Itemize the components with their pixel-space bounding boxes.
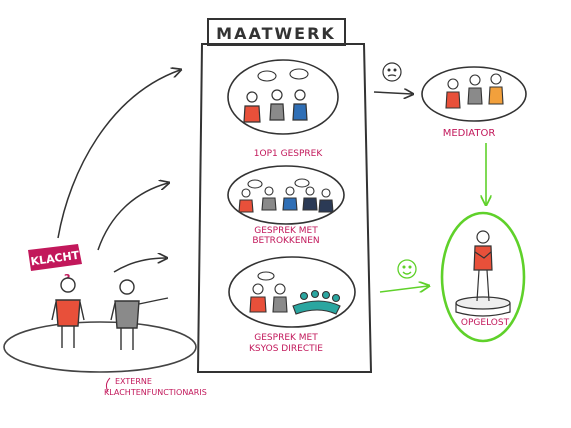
klacht-tag: KLACHT ? xyxy=(28,244,82,285)
arrow-to-panel-middle xyxy=(97,183,168,251)
step-conversation-ksyos-board: GESPREK MET KSYOS DIRECTIE xyxy=(228,256,356,354)
maatwerk-title-box xyxy=(207,18,346,46)
mediator-group: MEDIATOR xyxy=(421,66,527,139)
step-conversation-involved: GESPREK MET BETROKKENEN xyxy=(227,165,345,246)
happy-face-icon xyxy=(397,259,417,279)
person-complaints-officer xyxy=(110,279,169,350)
maatwerk-panel: MAATWERK 1OP1 GESPREK xyxy=(196,18,373,373)
left-caption-pointer xyxy=(105,377,111,393)
resolved-group: OPGELOST xyxy=(440,211,526,343)
arrow-to-panel-bottom xyxy=(113,258,166,273)
maatwerk-panel-outline xyxy=(196,43,373,373)
left-ground-ellipse xyxy=(3,321,197,373)
mediator-label: MEDIATOR xyxy=(443,128,496,139)
person-complainant xyxy=(51,277,85,348)
left-caption-line-1: EXTERNE xyxy=(115,377,152,386)
step-3-label-line-2: KSYOS DIRECTIE xyxy=(249,344,323,354)
arrow-to-mediator xyxy=(373,92,412,94)
step-2-label-line-2: BETROKKENEN xyxy=(252,236,319,246)
resolved-label: OPGELOST xyxy=(461,318,510,328)
neutral-face-icon xyxy=(382,62,402,82)
step-1on1-conversation: 1OP1 GESPREK xyxy=(227,59,339,159)
arrow-panel-to-resolved xyxy=(379,286,428,293)
step-2-label-line-1: GESPREK MET xyxy=(254,226,318,236)
complaint-scene: KLACHT ? EXTERNE KLACHTENFUNCTIONARIS xyxy=(3,244,207,397)
left-caption-line-2: KLACHTENFUNCTIONARIS xyxy=(104,388,207,397)
arrow-to-panel-top xyxy=(57,70,180,239)
step-3-label-line-1: GESPREK MET xyxy=(254,333,318,343)
maatwerk-title: MAATWERK xyxy=(216,24,336,43)
step-1-label: 1OP1 GESPREK xyxy=(254,149,324,159)
